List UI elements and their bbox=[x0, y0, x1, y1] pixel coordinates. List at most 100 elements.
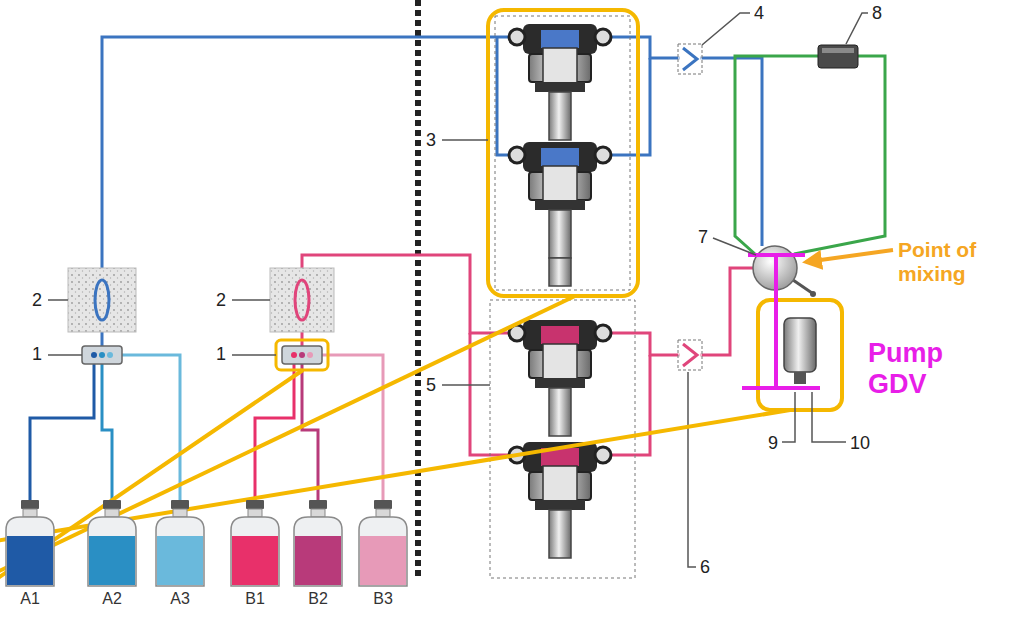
blue-tubing bbox=[700, 58, 762, 246]
bottle-label: B3 bbox=[355, 590, 411, 608]
solvent-liquid bbox=[89, 536, 135, 585]
bottle-outline bbox=[355, 500, 411, 588]
bottle-neck bbox=[105, 509, 119, 517]
blue-tubing bbox=[603, 37, 680, 58]
mixer bbox=[784, 318, 816, 384]
bottle-neck bbox=[23, 509, 37, 517]
green-loop bbox=[735, 56, 885, 254]
degasser bbox=[270, 268, 334, 332]
highlight-box bbox=[276, 340, 328, 370]
bottle-outline bbox=[88, 500, 136, 586]
gdv-marker bbox=[742, 386, 820, 390]
bottle-label: A2 bbox=[84, 590, 140, 608]
pump-housing bbox=[495, 16, 630, 290]
callout-number: 9 bbox=[768, 432, 778, 454]
bottle-outline bbox=[156, 500, 204, 586]
bottle-label: B2 bbox=[290, 590, 346, 608]
callout-number: 6 bbox=[700, 556, 710, 578]
solvent-bottle: A1 bbox=[2, 500, 58, 608]
degasser bbox=[95, 280, 109, 320]
bottle-outline bbox=[227, 500, 283, 588]
bottle-outline bbox=[6, 500, 54, 586]
blue-tubing bbox=[30, 37, 762, 500]
solvent-bottle: B1 bbox=[227, 500, 283, 608]
leader-line bbox=[48, 299, 68, 301]
annotation-text: Pump GDV bbox=[868, 338, 993, 400]
check-valve bbox=[683, 48, 697, 70]
pink-tubing bbox=[255, 255, 753, 500]
proportioning-valve bbox=[91, 352, 97, 358]
mixer bbox=[794, 372, 806, 384]
proportioning-valve bbox=[307, 352, 313, 358]
bottle-outline bbox=[294, 500, 342, 586]
bottle-body bbox=[294, 517, 342, 586]
solvent-liquid bbox=[360, 536, 406, 585]
solvent-liquid bbox=[157, 536, 203, 585]
callout-number: 4 bbox=[754, 2, 764, 24]
callout-number: 1 bbox=[216, 343, 226, 365]
callout-number: 7 bbox=[698, 226, 708, 248]
bottle-label: B1 bbox=[227, 590, 283, 608]
bottle-outline bbox=[290, 500, 346, 588]
bottle-neck bbox=[173, 509, 187, 517]
callout-number: 5 bbox=[426, 374, 436, 396]
bottle-cap bbox=[21, 500, 39, 509]
pink-tubing bbox=[603, 333, 680, 355]
blue-tubing bbox=[497, 37, 517, 155]
bottle-cap bbox=[374, 500, 392, 509]
solvent-liquid bbox=[7, 536, 53, 585]
leader-line bbox=[232, 299, 270, 301]
solvent-bottle: B3 bbox=[355, 500, 411, 608]
bottle-neck bbox=[248, 509, 262, 517]
gdv-marker bbox=[774, 255, 778, 388]
callout-number: 3 bbox=[426, 129, 436, 151]
callout-arrow bbox=[806, 250, 893, 262]
bottle-neck bbox=[311, 509, 325, 517]
pointer-line bbox=[0, 296, 575, 573]
check-valve bbox=[678, 340, 702, 370]
solvent-bottle: B2 bbox=[290, 500, 346, 608]
blue-tubing bbox=[30, 364, 94, 500]
purge-valve bbox=[818, 45, 858, 68]
bottle-body bbox=[88, 517, 136, 586]
degasser bbox=[68, 268, 136, 332]
bottle-label: A1 bbox=[2, 590, 58, 608]
pink-tubing bbox=[470, 333, 517, 455]
bottle-label: A3 bbox=[152, 590, 208, 608]
leader-line bbox=[688, 372, 696, 567]
piston-rod bbox=[549, 258, 571, 286]
green-loop bbox=[794, 56, 885, 254]
solvent-liquid bbox=[232, 536, 278, 585]
bottle-cap bbox=[246, 500, 264, 509]
pump-head bbox=[509, 24, 611, 140]
degasser bbox=[68, 268, 334, 332]
proportioning-valve bbox=[107, 352, 113, 358]
mixer bbox=[784, 318, 816, 372]
leader-line bbox=[442, 384, 490, 386]
blue-tubing bbox=[603, 58, 650, 155]
bottle-neck bbox=[376, 509, 390, 517]
bottle-body bbox=[156, 517, 204, 586]
check-valve bbox=[678, 44, 702, 74]
blue-tubing bbox=[122, 355, 180, 500]
mixing-valve bbox=[810, 291, 816, 297]
green-loop bbox=[735, 56, 818, 254]
bottle-body bbox=[359, 517, 407, 586]
proportioning-valve bbox=[82, 346, 122, 364]
solvent-bottle: A3 bbox=[152, 500, 208, 608]
pink-tubing bbox=[302, 364, 318, 500]
bottle-body bbox=[231, 517, 279, 586]
leader-line bbox=[812, 392, 846, 442]
blue-tubing bbox=[102, 37, 517, 280]
bottle-cap bbox=[103, 500, 121, 509]
mixing-valve bbox=[793, 280, 812, 293]
pump-head bbox=[509, 442, 611, 558]
highlight-box bbox=[488, 10, 638, 296]
pump-head bbox=[509, 320, 611, 436]
leader-line bbox=[846, 13, 868, 44]
proportioning-valve bbox=[99, 352, 105, 358]
leader-line bbox=[702, 13, 750, 45]
proportioning-valve bbox=[291, 352, 297, 358]
bottle-outline bbox=[2, 500, 58, 588]
